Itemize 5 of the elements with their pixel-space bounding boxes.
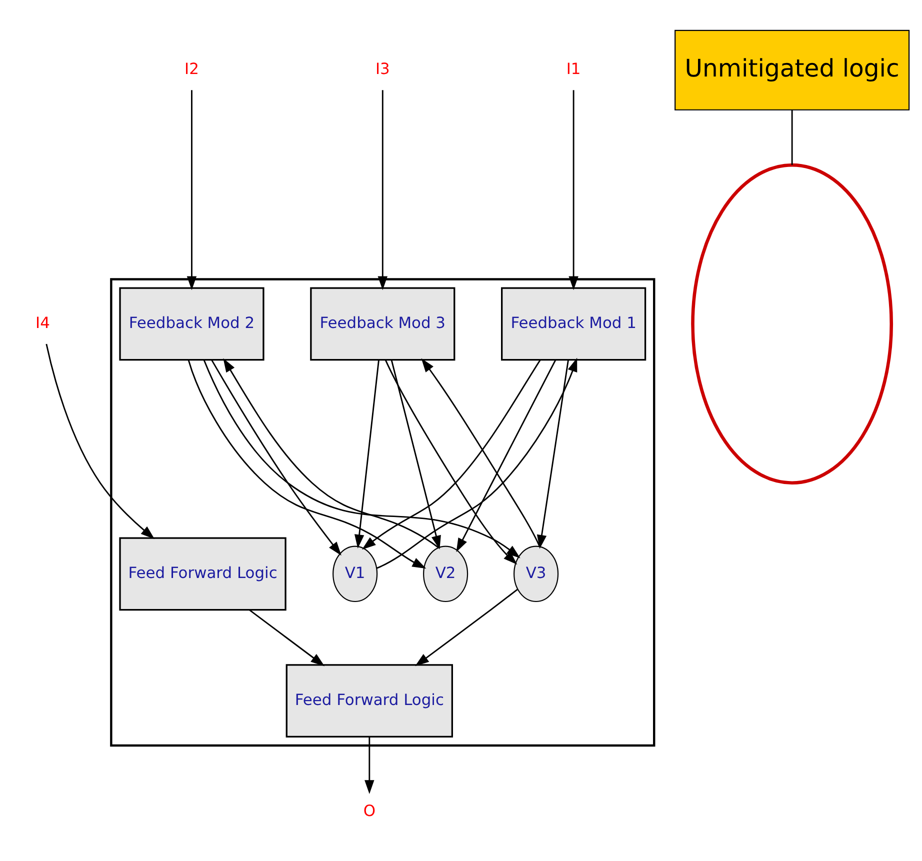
node-text: I3 — [375, 60, 390, 78]
node-text: I2 — [184, 60, 199, 78]
node-text: I4 — [36, 314, 50, 332]
node-text: I1 — [566, 60, 581, 78]
node-text: O — [363, 801, 376, 820]
